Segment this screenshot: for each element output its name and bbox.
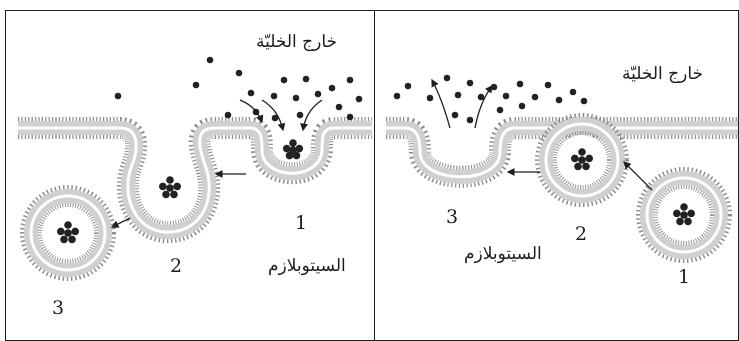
particle — [193, 82, 200, 89]
particle — [581, 98, 588, 105]
particle — [166, 176, 174, 184]
particle — [532, 94, 539, 101]
right-outside-label: خارج الخليّة — [622, 66, 703, 83]
particle — [574, 163, 582, 171]
particle — [271, 93, 278, 100]
particle — [336, 104, 343, 111]
particle — [405, 83, 412, 90]
particle — [283, 145, 291, 153]
particle — [60, 236, 68, 244]
left-step-1-number: 1 — [295, 214, 307, 233]
particle — [159, 183, 167, 191]
particle — [281, 77, 288, 84]
particle — [347, 77, 354, 84]
particle — [467, 80, 474, 87]
particle — [571, 155, 579, 163]
particle — [556, 97, 563, 104]
particle — [303, 76, 310, 83]
particle — [248, 90, 255, 97]
particle — [64, 229, 72, 237]
particle — [170, 191, 178, 199]
particle — [296, 145, 304, 153]
particle — [64, 221, 72, 229]
particle — [293, 95, 300, 102]
particle — [680, 203, 688, 211]
right-step-arrow-2 — [624, 162, 652, 190]
particle — [57, 228, 65, 236]
particle — [687, 210, 695, 218]
particle — [427, 95, 434, 102]
particle — [297, 112, 304, 119]
left-influx-arrow-1 — [262, 100, 283, 130]
particle — [315, 91, 322, 98]
particle — [578, 156, 586, 164]
left-outside-label: خارج الخليّة — [256, 34, 337, 51]
particle — [115, 93, 122, 100]
particle — [497, 107, 504, 114]
particle — [585, 155, 593, 163]
particle — [71, 228, 79, 236]
particle — [289, 139, 297, 147]
particle — [578, 148, 586, 156]
membrane-layer — [18, 124, 738, 270]
right-step-1-number: 1 — [678, 268, 690, 287]
particle — [444, 75, 451, 82]
particle — [467, 117, 474, 124]
particle — [162, 191, 170, 199]
left-step-3-number: 3 — [52, 299, 64, 318]
right-efflux-arrow-2 — [475, 86, 492, 128]
particle — [684, 218, 692, 226]
right-step-2-number: 2 — [575, 225, 587, 244]
particle — [676, 218, 684, 226]
particle — [329, 85, 336, 92]
particle — [503, 93, 510, 100]
particle — [236, 70, 243, 77]
particle — [356, 96, 363, 103]
particle — [519, 103, 526, 110]
particle — [68, 236, 76, 244]
particle — [347, 114, 354, 121]
particle — [394, 93, 401, 100]
left-step-arrow-2 — [112, 218, 130, 227]
right-efflux-arrow-1 — [432, 80, 450, 128]
particle — [582, 163, 590, 171]
left-step-2-number: 2 — [170, 257, 182, 276]
left-cytoplasm-label: السيتوبلازم — [268, 258, 346, 275]
right-step-3-number: 3 — [446, 208, 458, 227]
particle — [166, 184, 174, 192]
particle — [207, 57, 214, 64]
particle — [545, 82, 552, 89]
particle — [673, 210, 681, 218]
particle — [452, 112, 459, 119]
particle — [173, 183, 181, 191]
particle — [517, 81, 524, 88]
particle — [570, 89, 577, 96]
particle — [225, 112, 232, 119]
particle — [680, 211, 688, 219]
right-cytoplasm-label: السيتوبلازم — [464, 246, 542, 263]
particle — [455, 92, 462, 99]
particle — [289, 146, 297, 154]
